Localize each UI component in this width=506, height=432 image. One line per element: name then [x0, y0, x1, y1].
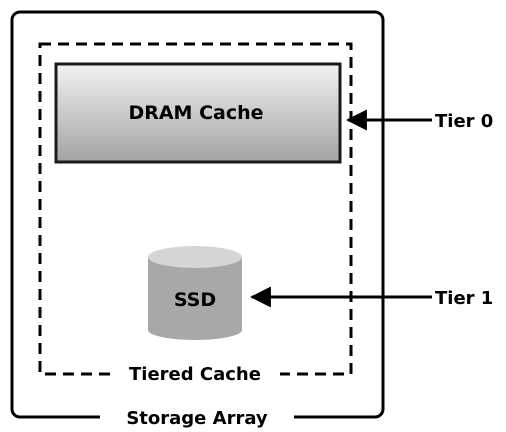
ssd-cylinder	[148, 246, 242, 340]
storage-array-label: Storage Array	[126, 408, 268, 429]
tiered-cache-label: Tiered Cache	[129, 364, 261, 385]
tier0-label: Tier 0	[435, 111, 493, 132]
tier1-label: Tier 1	[435, 288, 493, 309]
dram-cache-box	[54, 62, 342, 164]
ssd-label: SSD	[174, 289, 216, 311]
dram-cache-label: DRAM Cache	[128, 102, 263, 124]
